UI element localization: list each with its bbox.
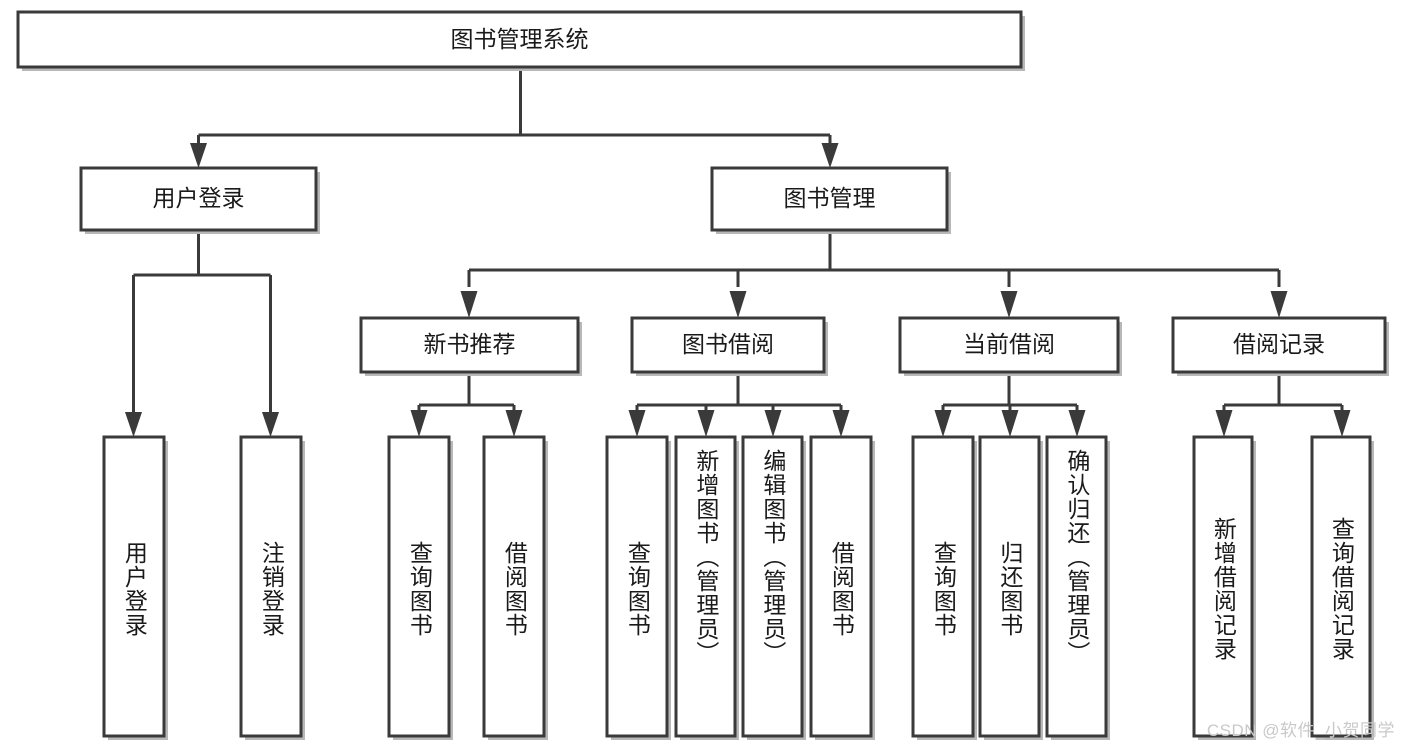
node-user-login[interactable]: 用户登录 bbox=[79, 166, 320, 234]
node-leaf-add-record[interactable] bbox=[1192, 435, 1256, 740]
node-leaf-add-book[interactable] bbox=[674, 435, 739, 740]
node-current-borrow[interactable]: 当前借阅 bbox=[898, 316, 1122, 376]
arrow-to-leaf-add-record bbox=[1215, 410, 1233, 437]
arrow-to-leaf-user-login bbox=[125, 412, 142, 437]
node-book-borrow-label: 图书借阅 bbox=[682, 331, 774, 357]
node-book-management[interactable]: 图书管理 bbox=[710, 166, 951, 234]
arrow-to-book-management bbox=[821, 143, 839, 168]
arrow-to-leaf-borrow-book-2 bbox=[832, 410, 850, 437]
node-leaf-logout[interactable] bbox=[239, 435, 305, 740]
node-user-login-label: 用户登录 bbox=[153, 185, 245, 211]
arrow-to-leaf-add-book bbox=[697, 410, 715, 437]
node-book-management-label: 图书管理 bbox=[784, 185, 876, 211]
node-new-book-recommend-label: 新书推荐 bbox=[424, 331, 516, 357]
nodes-layer: 图书管理系统 用户登录 图书管理 新书推荐 bbox=[16, 10, 1389, 740]
arrow-to-leaf-query-book-2 bbox=[628, 410, 646, 437]
node-leaf-query-record[interactable] bbox=[1310, 435, 1374, 740]
arrow-to-borrow-record bbox=[1270, 291, 1288, 318]
arrow-to-leaf-return-book bbox=[1001, 410, 1019, 437]
arrow-to-user-login bbox=[190, 143, 207, 168]
node-borrow-record[interactable]: 借阅记录 bbox=[1171, 316, 1389, 376]
node-leaf-user-login[interactable] bbox=[102, 435, 168, 740]
node-leaf-edit-book[interactable] bbox=[741, 435, 806, 740]
node-leaf-return-book[interactable] bbox=[978, 435, 1043, 740]
arrow-to-leaf-edit-book bbox=[764, 410, 782, 437]
arrow-to-leaf-query-record bbox=[1333, 410, 1351, 437]
node-book-borrow[interactable]: 图书借阅 bbox=[630, 316, 828, 376]
node-leaf-query-book-2[interactable] bbox=[605, 435, 671, 740]
csdn-watermark: CSDN @软件_小贺同学 bbox=[1206, 721, 1395, 740]
arrow-to-leaf-borrow-book-1 bbox=[505, 410, 523, 437]
arrow-to-new-book-recommend bbox=[460, 291, 478, 318]
arrow-to-leaf-query-book-1 bbox=[410, 410, 428, 437]
arrow-to-leaf-logout bbox=[262, 412, 279, 437]
node-leaf-query-book-1[interactable] bbox=[387, 435, 453, 740]
edges-layer bbox=[125, 69, 1351, 437]
node-leaf-borrow-book-2[interactable] bbox=[809, 435, 875, 740]
node-leaf-query-book-3[interactable] bbox=[911, 435, 977, 740]
node-root[interactable]: 图书管理系统 bbox=[16, 10, 1025, 71]
node-current-borrow-label: 当前借阅 bbox=[963, 331, 1055, 357]
node-borrow-record-label: 借阅记录 bbox=[1233, 331, 1325, 357]
node-leaf-borrow-book-1[interactable] bbox=[482, 435, 548, 740]
arrow-to-leaf-confirm-return bbox=[1068, 410, 1086, 437]
arrow-to-book-borrow bbox=[729, 291, 747, 318]
node-leaf-confirm-return[interactable] bbox=[1045, 435, 1110, 740]
arrow-to-leaf-query-book-3 bbox=[934, 410, 952, 437]
arrow-to-current-borrow bbox=[1000, 291, 1018, 318]
node-root-label: 图书管理系统 bbox=[451, 26, 589, 52]
node-new-book-recommend[interactable]: 新书推荐 bbox=[359, 316, 582, 376]
